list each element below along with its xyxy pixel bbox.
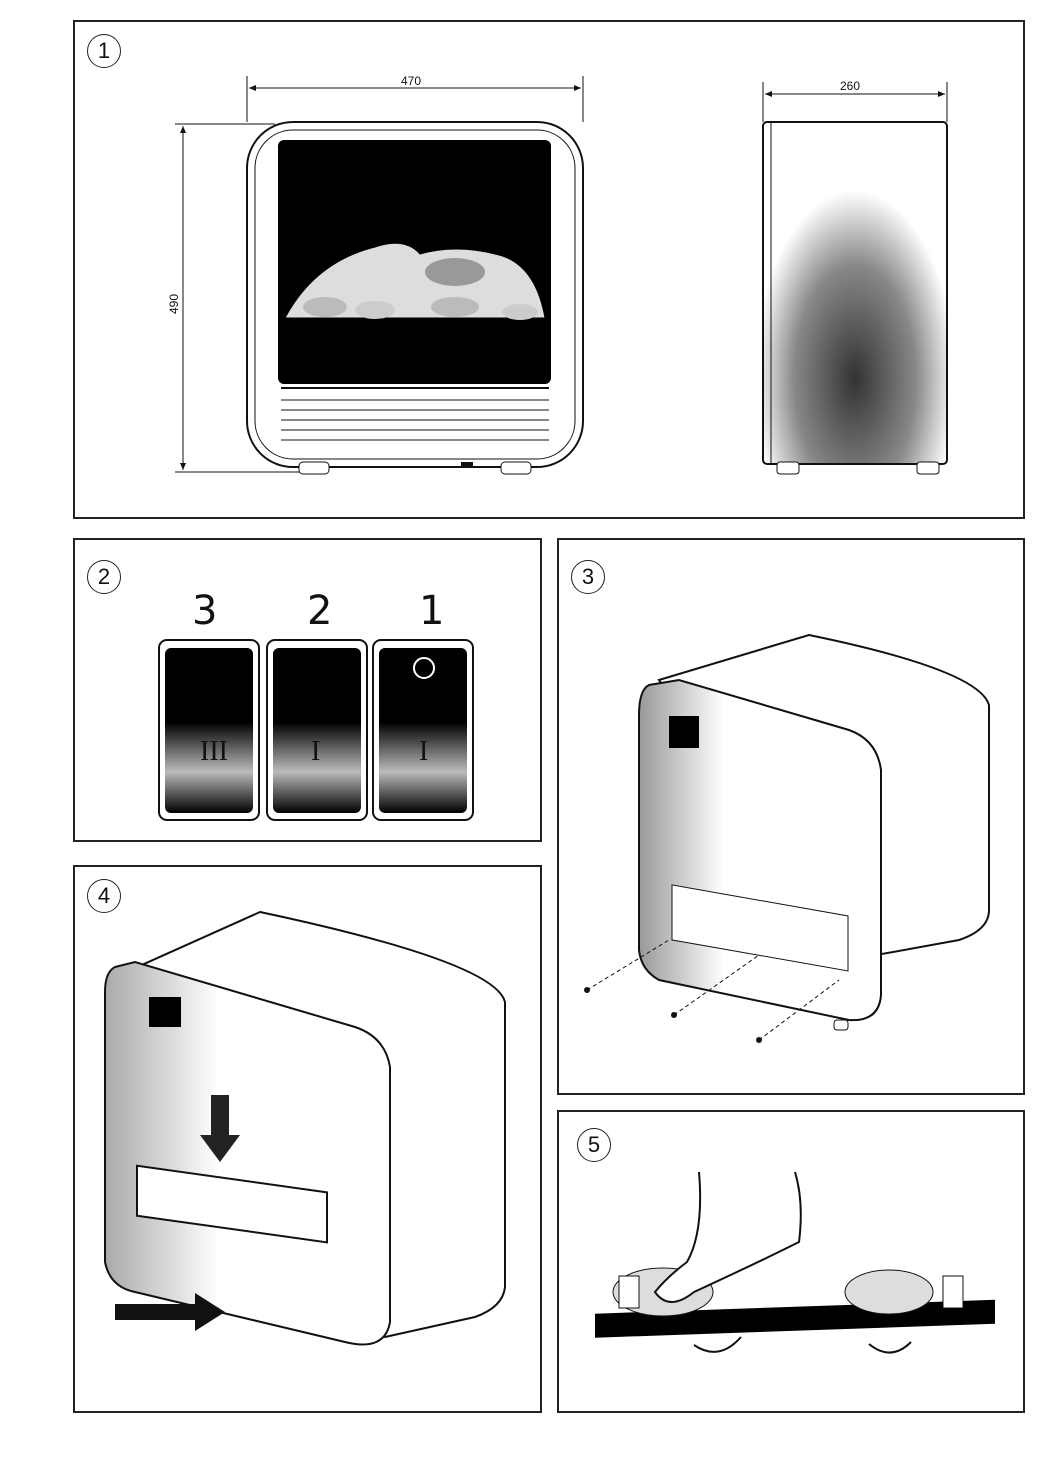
width-dimension: 470 bbox=[401, 74, 421, 88]
switch-symbol-3: III bbox=[200, 736, 228, 768]
switch-drawing bbox=[75, 540, 544, 844]
rear-panel-drawing bbox=[559, 540, 1027, 1097]
height-dimension: 490 bbox=[167, 294, 181, 314]
hand-icon bbox=[655, 1172, 801, 1302]
dimension-drawing: 470 490 260 bbox=[75, 22, 1027, 521]
rocker-switch-2 bbox=[267, 640, 367, 820]
switch-symbol-2: I bbox=[311, 736, 320, 768]
switch-symbol-1: I bbox=[419, 736, 428, 768]
drawer-drawing bbox=[75, 867, 544, 1415]
panel-3-rear-mounting: 3 bbox=[557, 538, 1025, 1095]
feet-drawing bbox=[559, 1112, 1027, 1415]
panel-1-dimensions: 1 470 490 bbox=[73, 20, 1025, 519]
rocker-switch-3 bbox=[159, 640, 259, 820]
panel-4-drawer: 4 bbox=[73, 865, 542, 1413]
panel-5-feet: 5 bbox=[557, 1110, 1025, 1413]
panel-2-switches: 2 3 2 1 III I I bbox=[73, 538, 542, 842]
depth-dimension: 260 bbox=[840, 79, 860, 93]
rocker-switch-1 bbox=[373, 640, 473, 820]
